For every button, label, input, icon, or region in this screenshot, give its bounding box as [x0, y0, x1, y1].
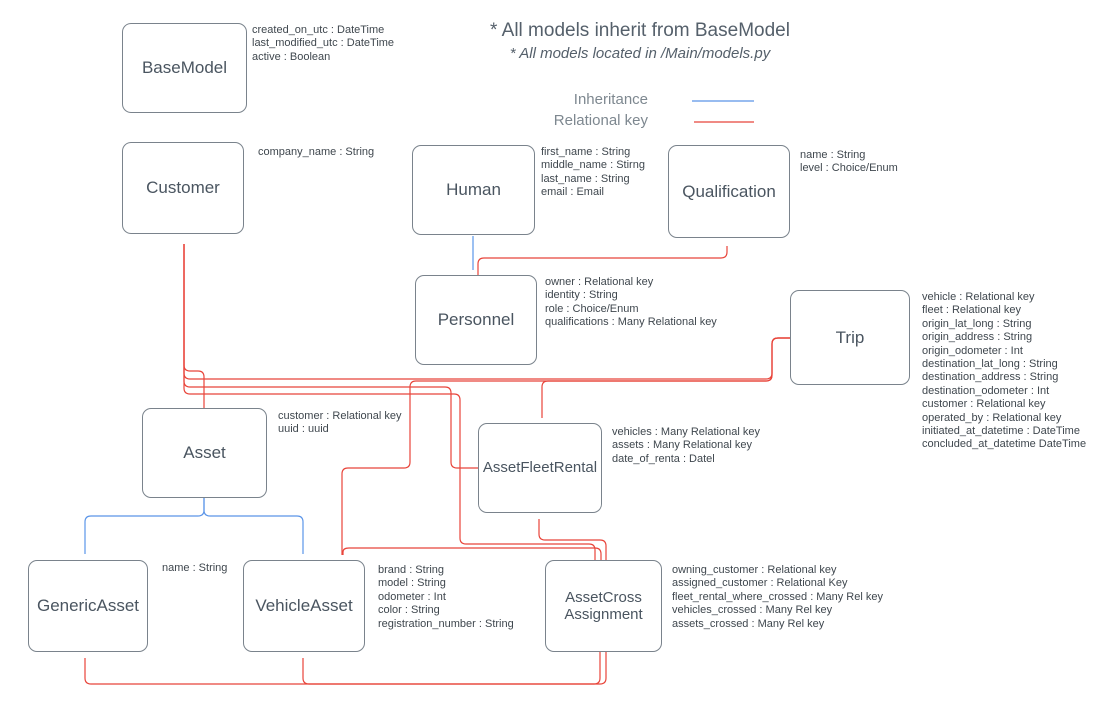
edge-asset-vehicleasset: [203, 498, 304, 554]
entity-customer[interactable]: Customer: [122, 142, 244, 234]
note-location: * All models located in /Main/models.py: [509, 45, 771, 62]
entity-genericasset-attrs: name : String: [162, 562, 228, 574]
edge-assetcross-vehicleasset-top: [342, 547, 602, 560]
entity-customer-attrs: company_name : String: [258, 146, 375, 158]
entity-assetcross-label: AssetCross Assignment: [564, 588, 643, 623]
entity-qualification-attrs: name : String level : Choice/Enum: [800, 149, 898, 175]
entity-asset-label: Asset: [183, 443, 226, 463]
entity-vehicleasset-attrs: brand : String model : String odometer :…: [378, 564, 514, 630]
entity-assetcross-attrs: owning_customer : Relational key assigne…: [672, 564, 883, 630]
entity-personnel[interactable]: Personnel: [415, 275, 537, 365]
entity-basemodel-label: BaseModel: [141, 58, 228, 78]
entity-human-attrs: first_name : String middle_name : Stirng…: [541, 146, 645, 199]
edge-assetcross-vehicleasset-bottom: [302, 652, 607, 685]
entity-customer-label: Customer: [146, 178, 220, 198]
entity-trip-label: Trip: [835, 327, 865, 347]
entity-assetfleetrental[interactable]: AssetFleetRental: [478, 423, 602, 513]
entity-qualification[interactable]: Qualification: [668, 145, 790, 238]
entity-vehicleasset[interactable]: VehicleAsset: [243, 560, 365, 652]
entity-basemodel-attrs: created_on_utc : DateTime last_modified_…: [252, 24, 395, 63]
edge-trip-assetfleetrental: [541, 337, 790, 418]
entity-assetcross[interactable]: AssetCross Assignment: [545, 560, 662, 652]
entity-human[interactable]: Human: [412, 145, 535, 235]
entity-trip[interactable]: Trip: [790, 290, 910, 385]
edge-assetcross-assetfleetrental: [538, 519, 607, 560]
entity-asset[interactable]: Asset: [142, 408, 267, 498]
entity-trip-attrs: vehicle : Relational key fleet : Relatio…: [922, 291, 1087, 451]
entity-basemodel[interactable]: BaseModel: [122, 23, 247, 113]
legend-inheritance-label: Inheritance: [573, 91, 648, 108]
edge-asset-customer: [183, 244, 205, 408]
entity-personnel-attrs: owner : Relational key identity : String…: [545, 276, 717, 329]
note-inherit: * All models inherit from BaseModel: [490, 20, 790, 41]
entity-assetfleetrental-label: AssetFleetRental: [482, 459, 598, 477]
entity-vehicleasset-label: VehicleAsset: [255, 596, 353, 616]
entity-human-label: Human: [446, 180, 501, 200]
entity-genericasset-label: GenericAsset: [36, 596, 140, 616]
entity-qualification-label: Qualification: [682, 181, 776, 201]
edge-personnel-qualification: [477, 246, 728, 275]
entity-assetfleetrental-attrs: vehicles : Many Relational key assets : …: [612, 426, 760, 465]
entity-personnel-label: Personnel: [437, 310, 515, 330]
edge-asset-genericasset: [84, 498, 205, 554]
entity-asset-attrs: customer : Relational key uuid : uuid: [278, 410, 402, 436]
edge-assetcross-genericasset: [84, 652, 601, 685]
legend-relational-label: Relational key: [553, 112, 648, 129]
entity-genericasset[interactable]: GenericAsset: [28, 560, 148, 652]
